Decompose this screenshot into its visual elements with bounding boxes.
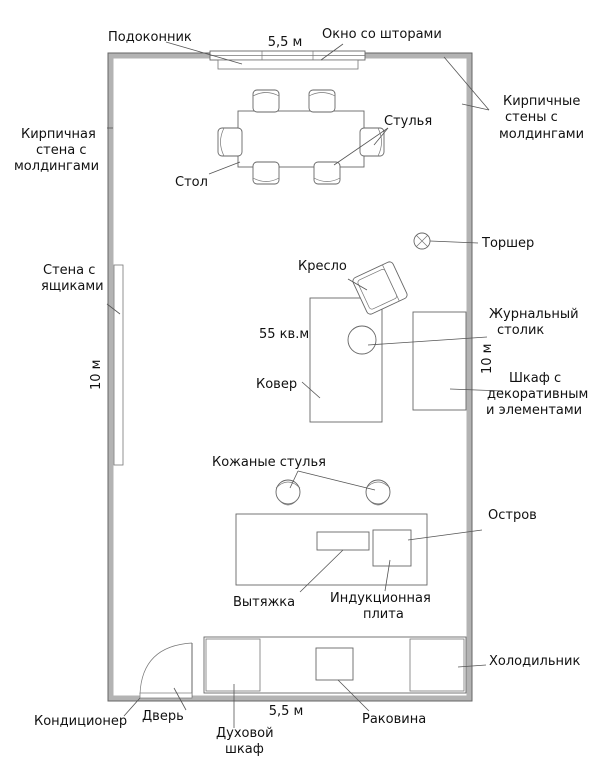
label-door: Дверь <box>142 709 184 724</box>
label-oven-2: шкаф <box>225 742 264 757</box>
label-island: Остров <box>488 508 537 523</box>
label-sink: Раковина <box>362 712 426 727</box>
label-brick-right-3: молдингами <box>499 127 584 142</box>
label-cabinet-2: декоративным <box>487 387 588 402</box>
label-oven-1: Духовой <box>216 726 274 741</box>
chair-top-right <box>308 89 336 113</box>
label-floor-lamp: Торшер <box>481 236 534 251</box>
door <box>139 642 193 699</box>
label-coffee-table-2: столик <box>497 323 544 338</box>
label-induction-2: плита <box>363 607 404 622</box>
dining-table <box>237 110 365 168</box>
chair-top-left <box>252 89 280 113</box>
label-hood: Вытяжка <box>233 595 295 610</box>
label-ac: Кондиционер <box>34 714 127 729</box>
label-window: Окно со шторами <box>322 27 442 42</box>
label-armchair: Кресло <box>298 259 347 274</box>
rug <box>309 297 383 423</box>
label-sill: Подоконник <box>108 30 192 45</box>
label-leather-chairs: Кожаные стулья <box>212 455 326 470</box>
range-hood <box>316 531 370 551</box>
window <box>209 50 366 70</box>
labels: Подоконник 5,5 м Окно со шторами Кирпичн… <box>14 27 588 757</box>
label-right-height: 10 м <box>480 344 495 374</box>
label-rug: Ковер <box>256 377 297 392</box>
dining-chairs <box>217 89 385 185</box>
floor-lamp <box>413 232 431 250</box>
label-cabinet-3: и элементами <box>486 403 582 418</box>
fridge <box>409 638 465 692</box>
label-top-width: 5,5 м <box>268 35 303 50</box>
label-drawer-wall-1: Стена с <box>43 263 95 278</box>
chair-right <box>359 127 385 157</box>
label-bottom-width: 5,5 м <box>269 704 304 719</box>
label-area: 55 кв.м <box>259 327 309 342</box>
coffee-table <box>347 325 377 355</box>
induction-cooktop <box>372 529 412 567</box>
label-brick-left-2: стена с <box>36 143 86 158</box>
label-drawer-wall-2: ящиками <box>41 279 104 294</box>
chair-bottom-right <box>313 161 341 185</box>
sink <box>315 647 354 681</box>
label-induction-1: Индукционная <box>330 591 431 606</box>
label-brick-right-1: Кирпичные <box>503 94 580 109</box>
label-coffee-table-1: Журнальный <box>489 307 579 322</box>
label-table: Стол <box>175 175 208 190</box>
label-brick-left-3: молдингами <box>14 159 99 174</box>
leather-chair-left <box>275 479 301 506</box>
label-chairs: Стулья <box>384 114 432 129</box>
drawer-wall <box>113 264 124 466</box>
label-brick-right-2: стены с <box>505 110 558 125</box>
label-cabinet-1: Шкаф с <box>509 371 561 386</box>
leather-chair-right <box>365 479 391 506</box>
label-brick-left-1: Кирпичная <box>21 127 96 142</box>
decorative-cabinet <box>412 311 467 411</box>
label-fridge: Холодильник <box>489 654 580 669</box>
armchair <box>352 261 408 315</box>
label-left-height: 10 м <box>89 360 104 390</box>
leader-lines <box>106 41 504 728</box>
kitchen-counter <box>203 636 467 694</box>
chair-bottom-left <box>252 161 280 185</box>
chair-left <box>217 127 243 157</box>
oven <box>205 638 261 692</box>
